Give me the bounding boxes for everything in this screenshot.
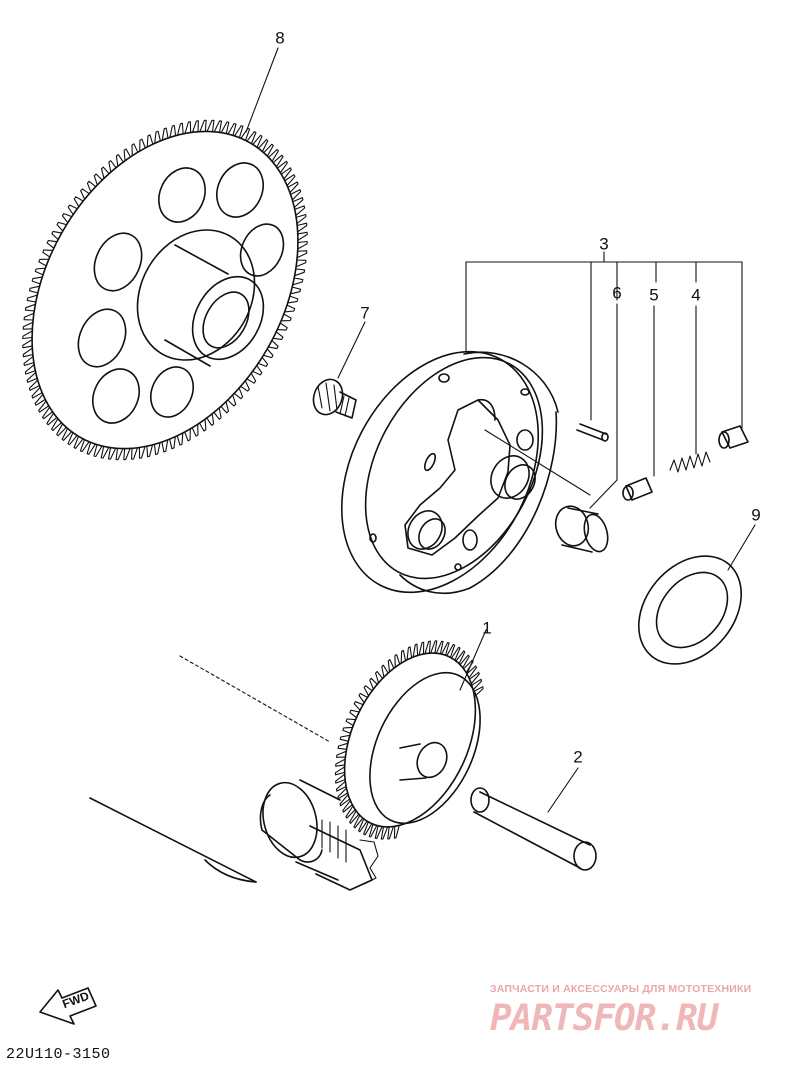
part-3-clutch-assembly (340, 350, 591, 595)
starter-motor (89, 655, 379, 891)
part-2-shaft (470, 787, 597, 871)
part-1-wheel-gear (334, 640, 484, 840)
callout-6: 6 (612, 283, 622, 303)
callout-2: 2 (573, 747, 583, 767)
watermark-brand: PARTSFOR.RU (490, 998, 718, 1039)
pin-small (576, 423, 609, 442)
watermark-tagline: ЗАПЧАСТИ И АКСЕССУАРЫ ДЛЯ МОТОТЕХНИКИ (490, 983, 752, 995)
part-7-bolt (312, 378, 357, 419)
callout-leaders (245, 47, 756, 813)
callout-8: 8 (275, 28, 285, 48)
part-5-plunger (622, 477, 653, 501)
fwd-arrow-icon (39, 987, 97, 1025)
callout-9: 9 (751, 505, 761, 525)
callout-7: 7 (360, 303, 370, 323)
part-9-washer (637, 555, 743, 665)
part-4-spring (669, 451, 711, 473)
spring-cap (718, 425, 749, 449)
diagram-code: 22U110-3150 (6, 1046, 111, 1063)
part-6-roller (554, 505, 609, 553)
callout-3: 3 (599, 234, 609, 254)
callout-5: 5 (649, 285, 659, 305)
callout-1: 1 (482, 618, 492, 638)
part-8-idle-gear (22, 119, 308, 461)
callout-4: 4 (691, 285, 701, 305)
